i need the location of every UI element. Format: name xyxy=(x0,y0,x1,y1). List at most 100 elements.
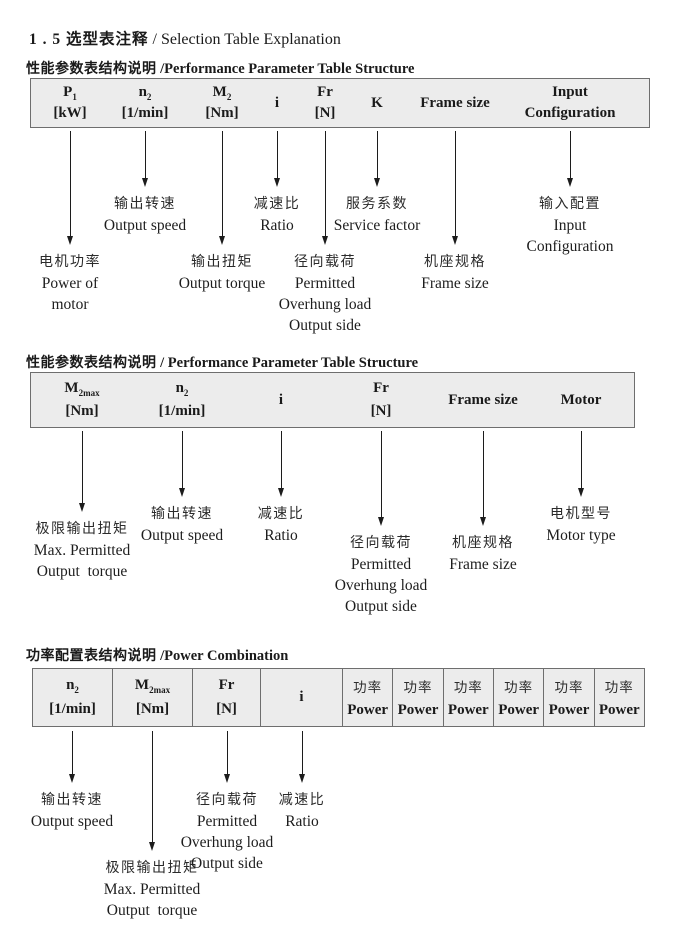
arrow-down-icon xyxy=(149,842,155,851)
page-title: 1 . 5 选型表注释 / Selection Table Explanatio… xyxy=(13,9,341,67)
heading-cn: 性能参数表结构说明 xyxy=(26,356,157,371)
table-column-fr: Fr[N] xyxy=(193,669,261,726)
callout-label-en: Output speed xyxy=(140,527,224,544)
callout-label-en: Output side xyxy=(345,598,417,615)
arrow-down-icon xyxy=(322,236,328,245)
callout-label-en: motor xyxy=(51,296,89,313)
callout-label-en: Ratio xyxy=(264,527,298,544)
arrow-down-icon xyxy=(67,236,73,245)
callout-arrow-line xyxy=(82,431,83,504)
column-unit: [1/min] xyxy=(49,701,96,718)
column-symbol: M2max xyxy=(64,379,100,398)
table-column-功率: 功率 Power xyxy=(393,669,444,726)
callout-label-en: Output torque xyxy=(106,902,198,919)
title-divider: / xyxy=(148,31,161,48)
column-symbol: K xyxy=(371,94,383,111)
callout-label: 电机功率 Power of motor xyxy=(39,252,101,315)
column-unit: [1/min] xyxy=(158,403,206,420)
callout-arrow-line xyxy=(182,431,183,489)
callout-label: 输出扭矩 Output torque xyxy=(179,252,266,294)
arrow-down-icon xyxy=(274,178,280,187)
column-symbol: 功率 xyxy=(353,679,383,695)
table-column-i: i xyxy=(279,373,283,427)
callout-label-en: Output speed xyxy=(103,217,187,234)
table-column-m: M2max[Nm] xyxy=(113,669,193,726)
table-column-n: n2 [1/min] xyxy=(33,669,113,726)
column-symbol: 功率 xyxy=(504,679,534,695)
arrow-down-icon xyxy=(480,517,486,526)
column-symbol: Frame size xyxy=(420,94,490,111)
table-column-frame-size: Frame size xyxy=(448,373,518,427)
table-column-fr: Fr[N] xyxy=(315,79,336,127)
callout-label-cn: 径向载荷 xyxy=(293,255,356,270)
arrow-down-icon xyxy=(378,517,384,526)
callout-arrow-line xyxy=(381,431,382,518)
column-symbol: n2 xyxy=(66,676,79,695)
callout-label-cn: 极限输出扭矩 xyxy=(105,861,199,876)
callout-label-en: Overhung load xyxy=(278,296,372,313)
callout-arrow-line xyxy=(581,431,582,489)
arrow-down-icon xyxy=(69,774,75,783)
column-symbol: i xyxy=(274,94,280,111)
callout-arrow-line xyxy=(325,131,326,237)
arrow-down-icon xyxy=(567,178,573,187)
callout-arrow-line xyxy=(70,131,71,237)
column-unit: [Nm] xyxy=(135,701,170,718)
callout-label-en: Power of xyxy=(41,275,99,292)
table-column-frame-size: Frame size xyxy=(420,79,490,127)
callout-label-en: Output speed xyxy=(30,813,114,830)
column-symbol: 功率 xyxy=(403,679,433,695)
callout-label-en: Output torque xyxy=(178,275,266,292)
callout-label-cn: 输出扭矩 xyxy=(191,255,253,270)
callout-label-cn: 径向载荷 xyxy=(349,536,412,551)
column-unit: Power xyxy=(397,702,439,719)
callout-label-en: Input xyxy=(553,217,587,234)
callout-label-cn: 电机功率 xyxy=(39,255,101,270)
section-heading-power-combination: 功率配置表结构说明 /Power Combination xyxy=(10,627,288,683)
column-symbol: Fr xyxy=(373,379,389,396)
callout-label-cn: 极限输出扭矩 xyxy=(35,522,129,537)
page-title-en: Selection Table Explanation xyxy=(160,31,341,48)
arrow-down-icon xyxy=(578,488,584,497)
table-column-m: M2max[Nm] xyxy=(64,373,99,427)
callout-label-en: Frame size xyxy=(421,275,489,292)
callout-arrow-line xyxy=(455,131,456,237)
callout-arrow-line xyxy=(227,731,228,775)
column-unit: [1/min] xyxy=(121,105,169,122)
table-column-p: P1[kW] xyxy=(53,79,86,127)
callout-arrow-line xyxy=(570,131,571,179)
column-unit: Power xyxy=(447,702,489,719)
column-unit: Power xyxy=(347,702,389,719)
callout-label-en: Output torque xyxy=(36,563,128,580)
table-column-k: K xyxy=(371,79,383,127)
callout-label-cn: 输出转速 xyxy=(150,507,213,522)
table-column-m: M2[Nm] xyxy=(205,79,238,127)
callout-label: 输出转速 Output speed xyxy=(141,504,223,546)
column-symbol: 功率 xyxy=(604,679,634,695)
heading-cn: 功率配置表结构说明 xyxy=(26,649,157,664)
arrow-down-icon xyxy=(278,488,284,497)
column-symbol: Frame size xyxy=(448,391,518,408)
callout-label-en: Motor type xyxy=(546,527,616,544)
arrow-down-icon xyxy=(299,774,305,783)
callout-label-cn: 机座规格 xyxy=(423,255,486,270)
column-symbol: i xyxy=(299,689,304,705)
callout-label-cn: 输入配置 xyxy=(539,197,601,212)
callout-label-en: Output side xyxy=(289,317,361,334)
callout-arrow-line xyxy=(222,131,223,237)
arrow-down-icon xyxy=(79,503,85,512)
callout-arrow-line xyxy=(377,131,378,179)
